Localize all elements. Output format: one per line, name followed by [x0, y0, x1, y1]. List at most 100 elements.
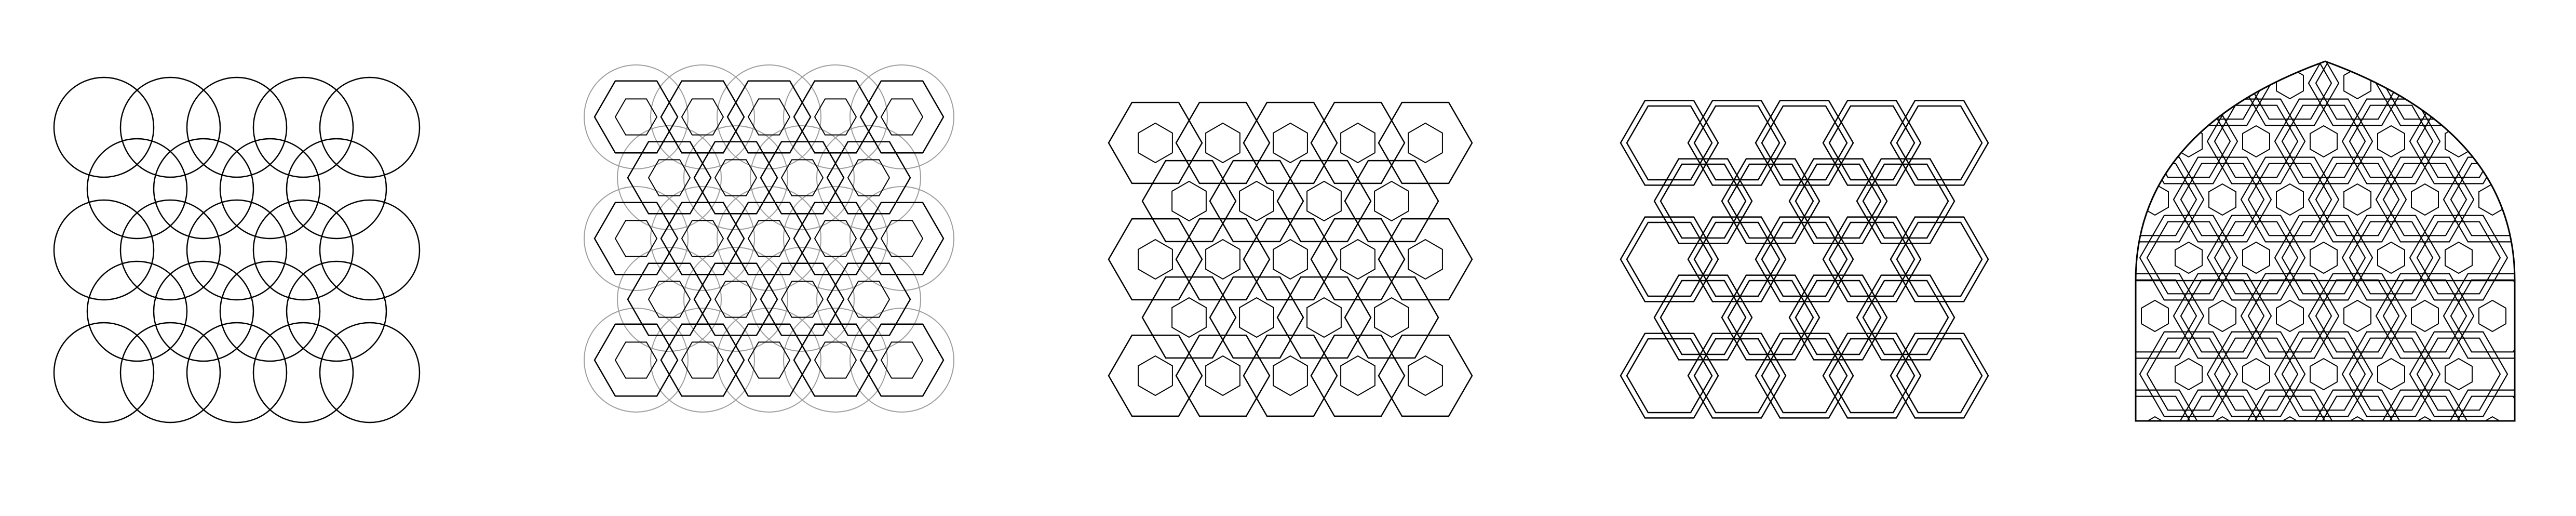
- hexagon-outer: [1856, 158, 1955, 244]
- strap-outer: [2173, 273, 2272, 359]
- panel-hexagons-over-circles: [584, 64, 954, 413]
- strap-inner: [2382, 163, 2467, 236]
- hexagon: [726, 323, 812, 397]
- hexagon: [594, 80, 679, 154]
- diamond: [1171, 297, 1207, 338]
- circle: [252, 322, 354, 424]
- diamond: [1138, 355, 1173, 396]
- inner-hexagon: [814, 341, 857, 379]
- strap-outer: [2409, 331, 2508, 417]
- construction-circle: [617, 247, 722, 352]
- circle: [119, 76, 221, 178]
- hexagon: [1310, 218, 1406, 301]
- hexagon: [1175, 218, 1271, 301]
- hexagon-outer: [1788, 158, 1888, 244]
- strap-inner: [2180, 395, 2265, 421]
- hexagon: [627, 141, 712, 215]
- hexagon: [1276, 276, 1372, 359]
- strap-inner: [2146, 221, 2231, 295]
- star-core: [2141, 299, 2169, 333]
- star-core: [2310, 358, 2338, 391]
- strap-outer: [2136, 61, 2205, 126]
- star-core: [2377, 241, 2405, 274]
- construction-circle: [849, 186, 954, 291]
- construction-circle: [683, 247, 788, 352]
- star-core: [2478, 299, 2506, 333]
- strap-outer: [2206, 331, 2306, 417]
- strap-outer: [2136, 389, 2205, 421]
- construction-circle: [849, 308, 954, 413]
- hexagon-outer: [1856, 274, 1955, 361]
- strap-outer: [2136, 273, 2205, 359]
- strap-outer: [2139, 98, 2238, 184]
- hexagon-outer: [1653, 158, 1753, 244]
- diamond: [1273, 122, 1308, 164]
- hexagon: [1344, 160, 1439, 243]
- construction-circle: [650, 308, 755, 413]
- strap-inner: [2180, 61, 2265, 120]
- strap-inner: [2136, 163, 2197, 236]
- hexagon-inner: [1660, 280, 1747, 355]
- strap-outer: [2206, 215, 2306, 301]
- diamond: [1374, 297, 1409, 338]
- strap-outer: [2341, 215, 2441, 301]
- hexagon: [859, 80, 945, 154]
- construction-circle: [783, 308, 888, 413]
- hexagon: [1243, 218, 1338, 301]
- star-core: [2242, 358, 2270, 391]
- star-core: [2208, 299, 2236, 333]
- hexagon: [826, 262, 911, 336]
- inner-hexagon: [614, 220, 658, 257]
- strap-outer: [2173, 61, 2272, 126]
- star-core: [2141, 67, 2169, 100]
- hexagon: [660, 80, 745, 154]
- hexagon-outer: [1687, 333, 1787, 419]
- circle: [53, 322, 155, 424]
- inner-hexagon: [780, 281, 824, 318]
- star-core: [2175, 241, 2203, 274]
- hexagon-inner: [1795, 163, 1882, 239]
- hexagon-outer: [1788, 274, 1888, 361]
- hexagon-outer: [1755, 216, 1854, 302]
- strap-inner: [2281, 337, 2366, 411]
- strap-outer: [2274, 98, 2373, 184]
- circle: [319, 322, 421, 424]
- star-core: [2175, 125, 2203, 158]
- strap-outer: [2375, 156, 2475, 243]
- strap-inner: [2247, 395, 2332, 421]
- diamond: [1408, 239, 1443, 280]
- star-core: [2208, 67, 2236, 100]
- strap-outer: [2274, 331, 2373, 417]
- construction-circle: [650, 186, 755, 291]
- strap-outer: [2139, 215, 2238, 301]
- inner-hexagon: [714, 159, 758, 196]
- strap-inner: [2281, 221, 2366, 295]
- strap-inner: [2315, 279, 2400, 353]
- hexagon: [1141, 276, 1237, 359]
- strap-outer: [2139, 331, 2238, 417]
- star-core: [2310, 241, 2338, 274]
- inner-hexagon: [714, 281, 758, 318]
- hexagon: [627, 262, 712, 336]
- strap-inner: [2349, 221, 2434, 295]
- panel-circle-grid: [53, 76, 421, 424]
- circle: [53, 199, 155, 301]
- hexagon-inner: [1727, 163, 1814, 239]
- strap-inner: [2247, 279, 2332, 353]
- hexagon-inner: [1862, 163, 1949, 239]
- hexagon-outer: [1890, 100, 1989, 186]
- strap-outer: [2443, 156, 2515, 243]
- diamond: [1205, 355, 1240, 396]
- hexagon: [826, 141, 911, 215]
- hexagon: [1141, 160, 1237, 243]
- hexagon: [1344, 276, 1439, 359]
- strap-inner: [2450, 61, 2515, 120]
- hexagon-inner: [1761, 105, 1848, 181]
- strap-outer: [2308, 61, 2407, 126]
- hexagon-outer: [1721, 274, 1820, 361]
- diamond: [1408, 355, 1443, 396]
- hexagon-inner: [1626, 105, 1713, 181]
- inner-hexagon: [747, 220, 791, 257]
- hexagon: [1243, 101, 1338, 184]
- inner-hexagon: [648, 159, 691, 196]
